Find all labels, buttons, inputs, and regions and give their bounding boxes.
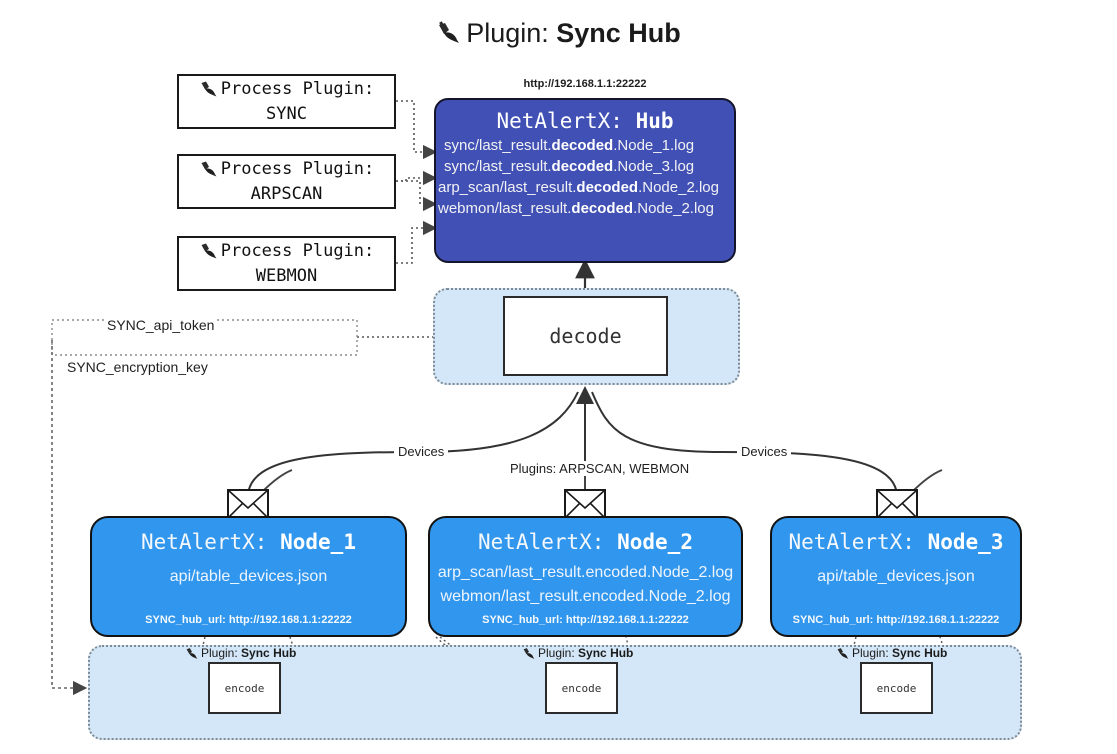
node-title-name: Node_3 [927,530,1004,554]
encode-box-1[interactable]: encode [208,662,281,714]
process-plugin-name: WEBMON [255,265,318,286]
hub-log-line: sync/last_result.decoded.Node_1.log [444,137,695,154]
node-title: NetAlertX: Node_2 [478,530,693,554]
plug-icon [436,21,462,52]
node-line: api/table_devices.json [169,568,328,585]
process-plugin-label: Process Plugin: [220,241,375,262]
node-title: NetAlertX: Node_1 [141,530,356,554]
encode-box-2[interactable]: encode [545,662,618,714]
encode-label: encode [561,681,602,695]
plug-icon [186,647,198,659]
devices-right-label: Devices [737,444,792,459]
title-prefix: Plugin: [466,18,549,48]
plug-icon [201,81,217,97]
hub-log-line: sync/last_result.decoded.Node_3.log [444,158,695,175]
node-box-node3[interactable]: NetAlertX: Node_3 api/table_devices.json… [770,516,1022,637]
decode-box[interactable]: decode [503,296,668,376]
plug-icon [201,161,217,177]
envelope-icon-node1 [227,489,269,519]
plug-icon [201,243,217,259]
node-line: webmon/last_result.encoded.Node_2.log [440,588,731,605]
node-line: api/table_devices.json [817,568,975,585]
hub-title: NetAlertX: Hub [436,109,734,133]
plug-icon [837,647,849,659]
node-title-name: Node_2 [617,530,693,554]
decode-label: decode [549,324,622,348]
node-footer: SYNC_hub_url: http://192.168.1.1:22222 [792,614,1000,626]
sync-encryption-key-label: SYNC_encryption_key [64,359,211,375]
hub-box[interactable]: NetAlertX: Hub sync/last_result.decoded.… [434,98,736,263]
hub-url-label: http://192.168.1.1:22222 [523,78,647,90]
node-line: arp_scan/last_result.encoded.Node_2.log [437,564,734,581]
hub-log-line: arp_scan/last_result.decoded.Node_2.log [438,179,719,196]
process-plugin-sync[interactable]: Process Plugin: SYNC [177,74,396,129]
process-plugin-arpscan[interactable]: Process Plugin: ARPSCAN [177,154,396,209]
plugins-middle-label: Plugins: ARPSCAN, WEBMON [506,461,694,476]
encode-label: encode [876,681,917,695]
envelope-icon-node3 [876,489,918,519]
envelope-icon-node2 [564,489,606,519]
devices-left-label: Devices [394,444,449,459]
hub-log-line: webmon/last_result.decoded.Node_2.log [438,200,714,217]
encode-label: encode [224,681,265,695]
node-footer: SYNC_hub_url: http://192.168.1.1:22222 [145,614,352,626]
title-name: Sync Hub [556,18,681,48]
process-plugin-webmon[interactable]: Process Plugin: WEBMON [177,236,396,291]
encoder-plugin-label-2: Plugin: Sync Hub [522,646,633,660]
node-title-name: Node_1 [280,530,356,554]
node-box-node1[interactable]: NetAlertX: Node_1 api/table_devices.json… [90,516,407,637]
hub-title-prefix: NetAlertX: [496,109,623,133]
process-plugin-name: ARPSCAN [250,183,323,204]
encoder-plugin-label-1: Plugin: Sync Hub [185,646,296,660]
process-plugin-label: Process Plugin: [220,79,375,100]
encode-box-3[interactable]: encode [860,662,933,714]
process-plugin-name: SYNC [266,103,307,124]
page-title: Plugin: Sync Hub [0,18,1117,52]
process-plugin-label: Process Plugin: [220,159,375,180]
plug-icon [523,647,535,659]
node-box-node2[interactable]: NetAlertX: Node_2 arp_scan/last_result.e… [428,516,743,637]
node-footer: SYNC_hub_url: http://192.168.1.1:22222 [482,614,689,626]
encoder-plugin-label-3: Plugin: Sync Hub [836,646,947,660]
hub-title-name: Hub [635,109,674,133]
sync-api-token-label: SYNC_api_token [104,317,218,333]
node-title: NetAlertX: Node_3 [788,530,1004,554]
